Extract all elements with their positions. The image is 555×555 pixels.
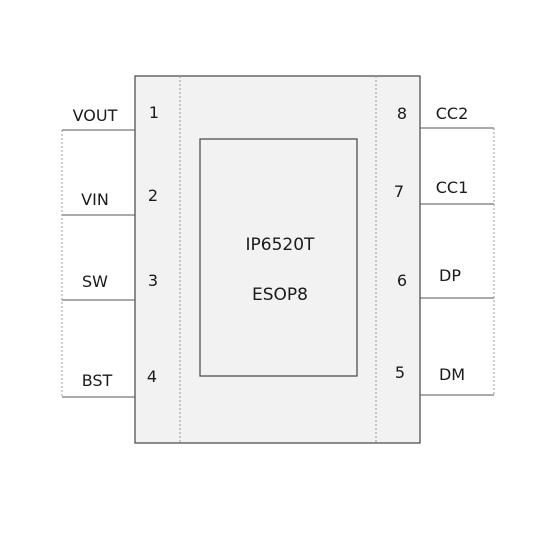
right-pins: CC2 CC1 DP DM 8 7 6 5 (394, 104, 495, 396)
pin-name-vout: VOUT (73, 106, 118, 125)
pin-number-8: 8 (397, 104, 407, 123)
pin-number-2: 2 (148, 186, 158, 205)
pin-name-dm: DM (439, 365, 465, 384)
pin-name-cc2: CC2 (436, 104, 469, 123)
chip-part-number: IP6520T (246, 235, 316, 255)
pin-number-6: 6 (397, 271, 407, 290)
pin-name-vin: VIN (81, 190, 109, 209)
exposed-pad (199, 138, 358, 377)
pin-name-cc1: CC1 (436, 178, 469, 197)
pin-number-7: 7 (394, 182, 404, 201)
chip-package: ESOP8 (252, 285, 308, 305)
pin-number-4: 4 (147, 367, 157, 386)
pin-name-sw: SW (82, 272, 108, 291)
left-pins: VOUT VIN SW BST 1 2 3 4 (61, 103, 159, 398)
pin-name-dp: DP (439, 266, 461, 285)
pin-number-3: 3 (148, 271, 158, 290)
pin-number-5: 5 (395, 363, 405, 382)
pin-name-bst: BST (82, 371, 113, 390)
pin-number-1: 1 (149, 103, 159, 122)
